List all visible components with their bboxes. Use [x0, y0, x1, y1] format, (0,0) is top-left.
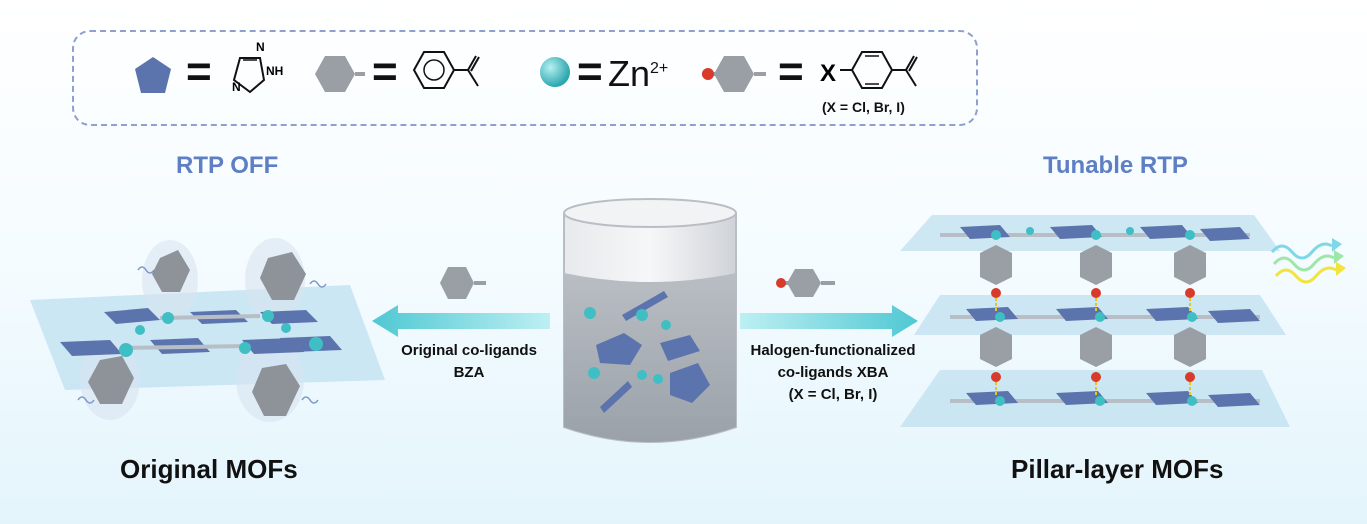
zinc-sphere-icon	[540, 57, 570, 87]
left-arrow-line2: BZA	[453, 364, 485, 381]
left-hexagon-3	[88, 356, 134, 404]
zinc-ion-label: Zn2+	[608, 53, 668, 95]
halogen-coligand-icon	[702, 56, 766, 92]
right-arrow-label: Halogen-functionalized co-ligands XBA (X…	[738, 340, 928, 406]
left-arrow-icon	[372, 305, 550, 337]
beaker-liquid	[564, 273, 736, 442]
right-arrow-line3: (X = Cl, Br, I)	[788, 386, 878, 403]
triazole-structure-icon	[232, 57, 266, 94]
left-hexagon-4	[252, 364, 300, 416]
right-arrow-icon	[740, 305, 918, 337]
zinc-symbol: Zn	[608, 53, 651, 94]
left-arrow-line1: Original co-ligands	[401, 342, 537, 359]
zinc-charge: 2+	[650, 60, 669, 77]
right-section-title: Tunable RTP	[1043, 152, 1188, 179]
triazole-n1-label: N	[256, 40, 265, 54]
left-arrow-label: Original co-ligands BZA	[384, 340, 554, 384]
layer-bottom	[900, 370, 1290, 427]
halo-benzoyl-structure-icon	[840, 51, 918, 89]
hexagon-coligand-icon	[315, 56, 365, 92]
triazole-n3-label: N	[232, 80, 241, 94]
halogen-note: (X = Cl, Br, I)	[822, 99, 905, 115]
original-mof-illustration	[30, 238, 385, 422]
triazole-pentagon-icon	[135, 57, 171, 93]
bza-hexagon-icon	[440, 267, 486, 299]
left-hexagon-1	[152, 250, 190, 292]
benzoyl-structure-icon	[412, 51, 480, 89]
equals-sign-1: =	[186, 47, 212, 96]
right-caption: Pillar-layer MOFs	[1011, 454, 1224, 484]
right-arrow-line2: co-ligands XBA	[777, 364, 889, 381]
left-section-title: RTP OFF	[176, 152, 279, 179]
layer-top	[900, 215, 1280, 251]
equals-sign-3: =	[577, 47, 603, 96]
pillars-lower	[980, 327, 1206, 395]
beaker-illustration	[563, 198, 737, 443]
legend-box	[72, 30, 978, 126]
xba-hexagon-icon	[776, 269, 835, 297]
left-hexagon-2	[260, 252, 306, 300]
equals-sign-2: =	[372, 47, 398, 96]
pillar-layer-mof-illustration	[900, 215, 1290, 427]
equals-sign-4: =	[778, 47, 804, 96]
rtp-emission-icon	[1270, 238, 1346, 284]
right-arrow-line1: Halogen-functionalized	[750, 342, 916, 359]
left-caption: Original MOFs	[120, 454, 298, 484]
halogen-x-label: X	[820, 60, 837, 87]
pillars-upper	[980, 245, 1206, 311]
triazole-nh-label: NH	[266, 64, 284, 78]
